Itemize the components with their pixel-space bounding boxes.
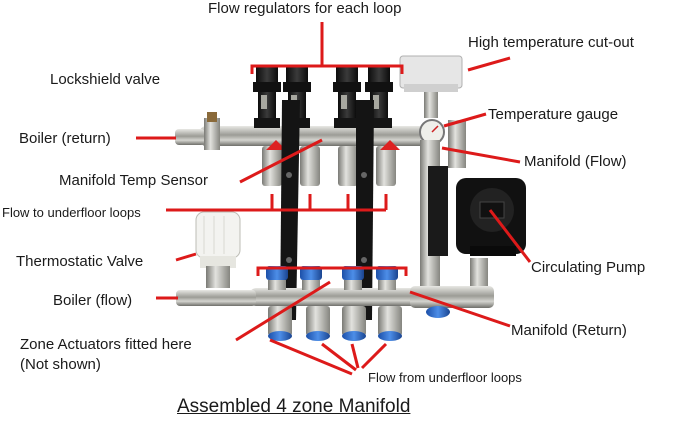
- return-connectors: [268, 306, 450, 341]
- circulating-pump: [428, 166, 526, 256]
- flow-regulator: [365, 66, 393, 128]
- label-manifold-return: Manifold (Return): [511, 322, 627, 339]
- return-manifold-bar: [176, 286, 494, 308]
- zone-actuator-caps: [266, 266, 398, 290]
- thermostatic-valve: [195, 211, 241, 288]
- annotation-lines: [136, 22, 532, 376]
- label-manifold-flow: Manifold (Flow): [524, 153, 627, 170]
- label-lockshield-valve: Lockshield valve: [50, 71, 161, 88]
- lockshield-valve: [204, 112, 220, 150]
- label-zone-actuators-note: (Not shown): [20, 356, 101, 373]
- diagram-title: Assembled 4 zone Manifold: [177, 396, 411, 417]
- flow-regulator: [253, 66, 281, 128]
- label-boiler-return: Boiler (return): [19, 130, 111, 147]
- high-temperature-cutout: [399, 55, 463, 118]
- label-temperature-gauge: Temperature gauge: [488, 106, 619, 123]
- label-flow-regulators: Flow regulators for each loop: [208, 0, 402, 17]
- label-flow-to-underfloor: Flow to underfloor loops: [2, 205, 141, 220]
- label-zone-actuators: Zone Actuators fitted here: [20, 336, 192, 353]
- label-manifold-temp-sensor: Manifold Temp Sensor: [59, 172, 208, 189]
- label-flow-from-underfloor: Flow from underfloor loops: [368, 370, 522, 385]
- label-boiler-flow: Boiler (flow): [53, 292, 133, 309]
- flow-regulator: [333, 66, 361, 128]
- label-thermostatic-valve: Thermostatic Valve: [16, 253, 144, 270]
- label-high-temp-cutout: High temperature cut-out: [468, 34, 634, 51]
- label-circulating-pump: Circulating Pump: [531, 259, 646, 276]
